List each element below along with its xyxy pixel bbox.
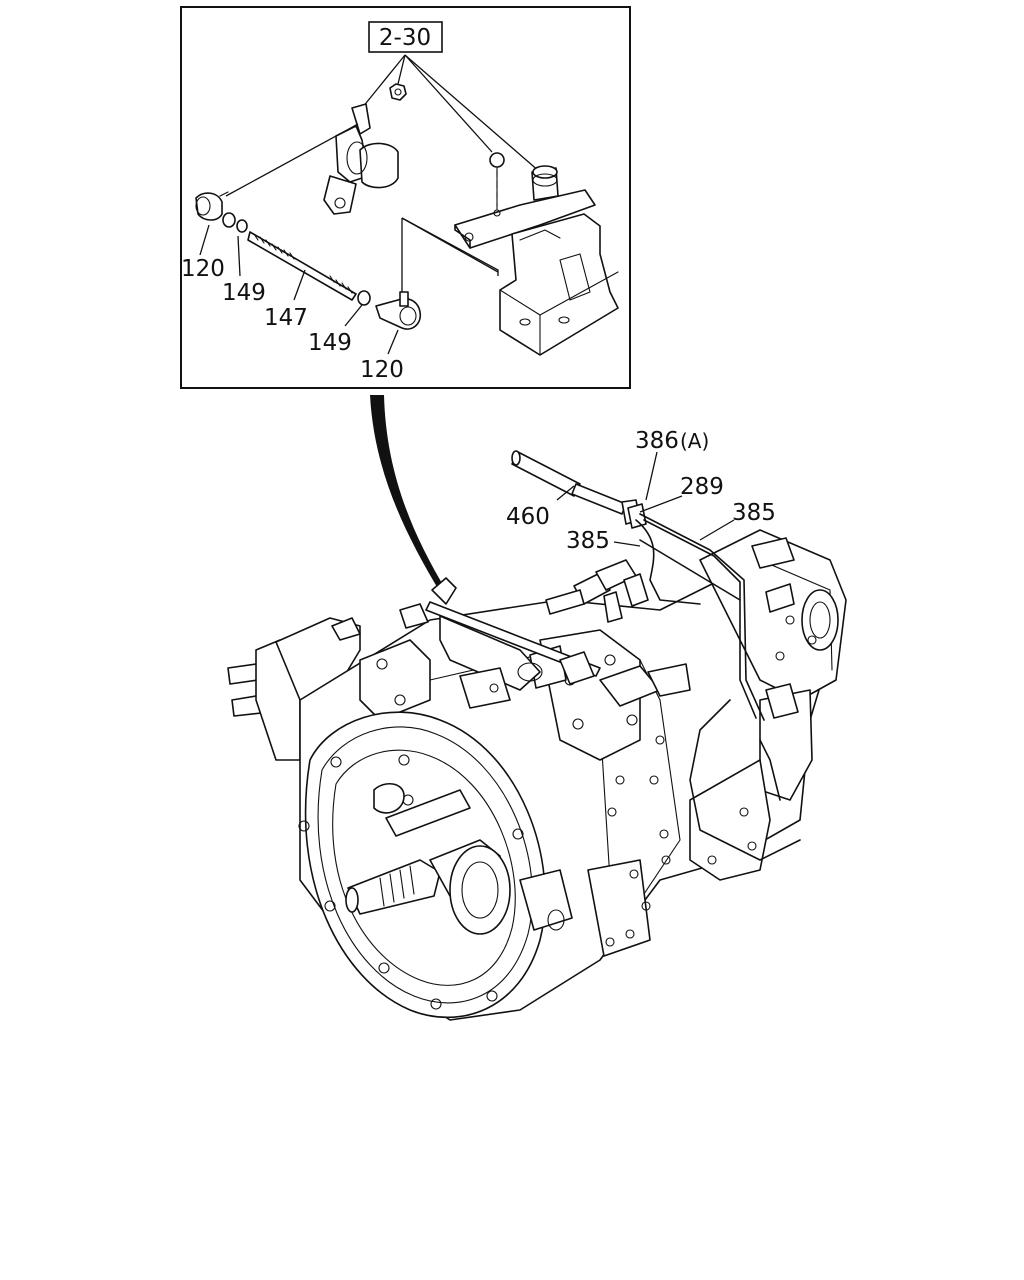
- threaded-rod: [247, 231, 357, 301]
- release-fork: [373, 783, 471, 837]
- lower-bracket-assembly: [454, 152, 619, 356]
- input-shaft: [345, 839, 511, 935]
- ball-joint-right: [375, 291, 422, 330]
- label-460: 460: [506, 504, 550, 530]
- label-289: 289: [680, 474, 724, 500]
- lock-nut-right: [357, 290, 371, 306]
- pipe-harness: [511, 450, 801, 861]
- transmission-assembly: [227, 529, 847, 1021]
- label-385-right: 385: [732, 500, 776, 526]
- part-385-pipe-lower: [635, 519, 701, 605]
- lock-nut-left: [222, 212, 248, 233]
- group-label-text: 2-30: [379, 25, 431, 51]
- upper-bracket: [323, 103, 399, 215]
- nut-top: [389, 83, 407, 101]
- inspection-cover: [519, 869, 573, 931]
- label-386: 386: [635, 428, 679, 454]
- shift-control-rod: [399, 577, 601, 691]
- label-120-left: 120: [181, 256, 225, 282]
- ball-joint-left: [195, 191, 229, 221]
- label-147: 147: [264, 305, 308, 331]
- side-cover: [689, 759, 771, 881]
- label-385-left: 385: [566, 528, 610, 554]
- label-149-left: 149: [222, 280, 266, 306]
- part-385-pipe-upper: [639, 513, 765, 721]
- label-386-suffix: (A): [680, 429, 709, 453]
- part-289-clamp: [621, 499, 647, 529]
- detail-pointer-arrow: [370, 395, 446, 592]
- label-149-right: 149: [308, 330, 352, 356]
- group-label-box: [368, 21, 443, 53]
- top-left-parts: [359, 639, 511, 721]
- part-460-sleeve: [511, 450, 627, 515]
- label-120-right: 120: [360, 357, 404, 383]
- detail-inset: 2-30: [180, 6, 631, 389]
- connectors: [545, 537, 799, 719]
